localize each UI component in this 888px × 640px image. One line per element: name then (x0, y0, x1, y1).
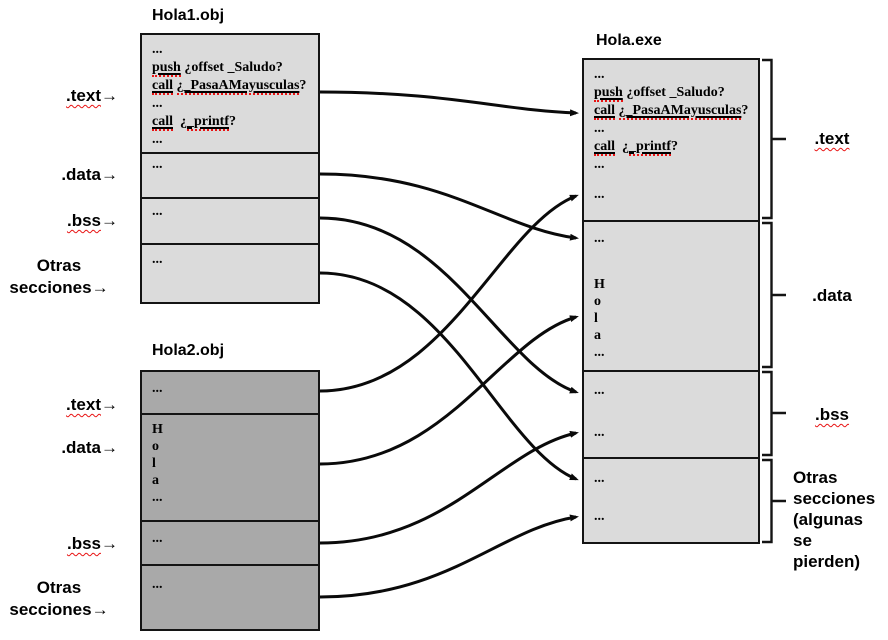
code-line: ... (152, 96, 163, 111)
data-letter: l (594, 311, 598, 326)
data-letter: o (152, 439, 159, 454)
code-line-call-printf: call ¿_printf? (594, 139, 678, 156)
exe-data-part1-dots: ... (594, 231, 605, 246)
label-exe-text: .text (814, 129, 850, 148)
exe-section-bss: ... ... (584, 370, 758, 457)
hola2-title: Hola2.obj (152, 342, 225, 359)
exe-otras-part1-dots: ... (594, 471, 605, 486)
data-dots: ... (152, 490, 163, 505)
exe-data-part2: H o l a ... (584, 276, 758, 361)
label-exe-otras: Otras secciones (algunas se pierden) (793, 468, 876, 571)
exe-bss-part2-dots: ... (594, 425, 605, 440)
code-line-call-pasa: call ¿_PasaAMayusculas? (594, 103, 749, 120)
arrow-hola2-bss-to-exe-bss (319, 430, 579, 545)
data-dots: ... (594, 345, 605, 360)
label-hola2-otras: Otras secciones→ (9, 578, 109, 619)
hola1-section-text: ... push ¿offset _Saludo? call ¿_PasaAMa… (142, 35, 318, 152)
hola2-section-otras: ... (142, 564, 318, 629)
exe-section-text: ... push ¿offset _Saludo? call ¿_PasaAMa… (584, 60, 758, 220)
label-exe-data: .data (812, 286, 852, 305)
label-hola1-data: .data→ (61, 165, 118, 184)
right-arrow-glyph: → (101, 534, 118, 553)
hola2-box: ... H o l a ... ... ... (140, 370, 320, 631)
hola1-title: Hola1.obj (152, 7, 225, 24)
data-letter: H (594, 277, 605, 292)
exe-section-data: ... H o l a ... (584, 220, 758, 370)
label-hola1-bss: .bss→ (66, 211, 118, 230)
code-line: ... (594, 157, 605, 172)
code-line: ... (152, 42, 163, 57)
section-content-dots: ... (152, 204, 163, 219)
data-letter: l (152, 456, 156, 471)
right-arrow-glyph: → (101, 165, 118, 184)
exe-text-part2-dots: ... (594, 187, 605, 202)
bracket-exe-data (762, 221, 786, 369)
arrow-hola1-otras-to-exe-otras (319, 271, 579, 481)
hola1-section-otras: ... (142, 243, 318, 302)
section-content-dots: ... (152, 577, 163, 592)
exe-otras-part2-dots: ... (594, 509, 605, 524)
exe-bss-part1-dots: ... (594, 383, 605, 398)
hola1-section-bss: ... (142, 197, 318, 243)
section-content-dots: ... (152, 252, 163, 267)
code-line: ... (152, 132, 163, 147)
bracket-exe-otras (762, 458, 786, 544)
label-hola2-bss: .bss→ (66, 534, 118, 553)
code-line-push: push ¿offset _Saludo? (152, 60, 283, 77)
data-letter: H (152, 422, 163, 437)
arrow-hola1-bss-to-exe-bss (319, 216, 579, 394)
hola2-section-text: ... (142, 372, 318, 413)
code-line: ... (594, 67, 605, 82)
exe-box: ... push ¿offset _Saludo? call ¿_PasaAMa… (582, 58, 760, 544)
arrow-hola2-data-to-exe-data (319, 315, 579, 466)
arrow-hola2-otras-to-exe-otras (319, 514, 579, 599)
hola2-section-bss: ... (142, 520, 318, 564)
label-exe-bss: .bss (814, 405, 850, 424)
code-line-call-printf: call ¿_printf? (152, 114, 236, 131)
data-letter: o (594, 294, 601, 309)
right-arrow-glyph: → (101, 438, 118, 457)
arrow-hola1-data-to-exe-data (319, 172, 579, 241)
section-content-dots: ... (152, 531, 163, 546)
data-letter: a (152, 473, 159, 488)
code-line-call-pasa: call ¿_PasaAMayusculas? (152, 78, 307, 95)
hola1-box: ... push ¿offset _Saludo? call ¿_PasaAMa… (140, 33, 320, 304)
arrow-hola1-text-to-exe-text (319, 90, 579, 117)
label-hola1-text: .text→ (66, 86, 118, 105)
label-hola2-data: .data→ (61, 438, 118, 457)
exe-title: Hola.exe (596, 32, 662, 49)
bracket-exe-bss (762, 370, 786, 457)
right-arrow-glyph: → (101, 395, 118, 414)
code-line: ... (594, 121, 605, 136)
data-letter: a (594, 328, 601, 343)
section-content-dots: ... (152, 157, 163, 172)
label-hola2-text: .text→ (66, 395, 118, 414)
label-hola1-otras: Otras secciones→ (9, 256, 109, 297)
exe-section-otras: ... ... (584, 457, 758, 540)
arrow-hola2-text-to-exe-text (319, 194, 579, 393)
hola2-section-data: H o l a ... (142, 413, 318, 520)
right-arrow-glyph: → (101, 86, 118, 105)
section-content-dots: ... (152, 381, 163, 396)
hola1-section-data: ... (142, 152, 318, 197)
bracket-exe-text (762, 58, 786, 220)
code-line-push: push ¿offset _Saludo? (594, 85, 725, 102)
right-arrow-glyph: → (101, 211, 118, 230)
